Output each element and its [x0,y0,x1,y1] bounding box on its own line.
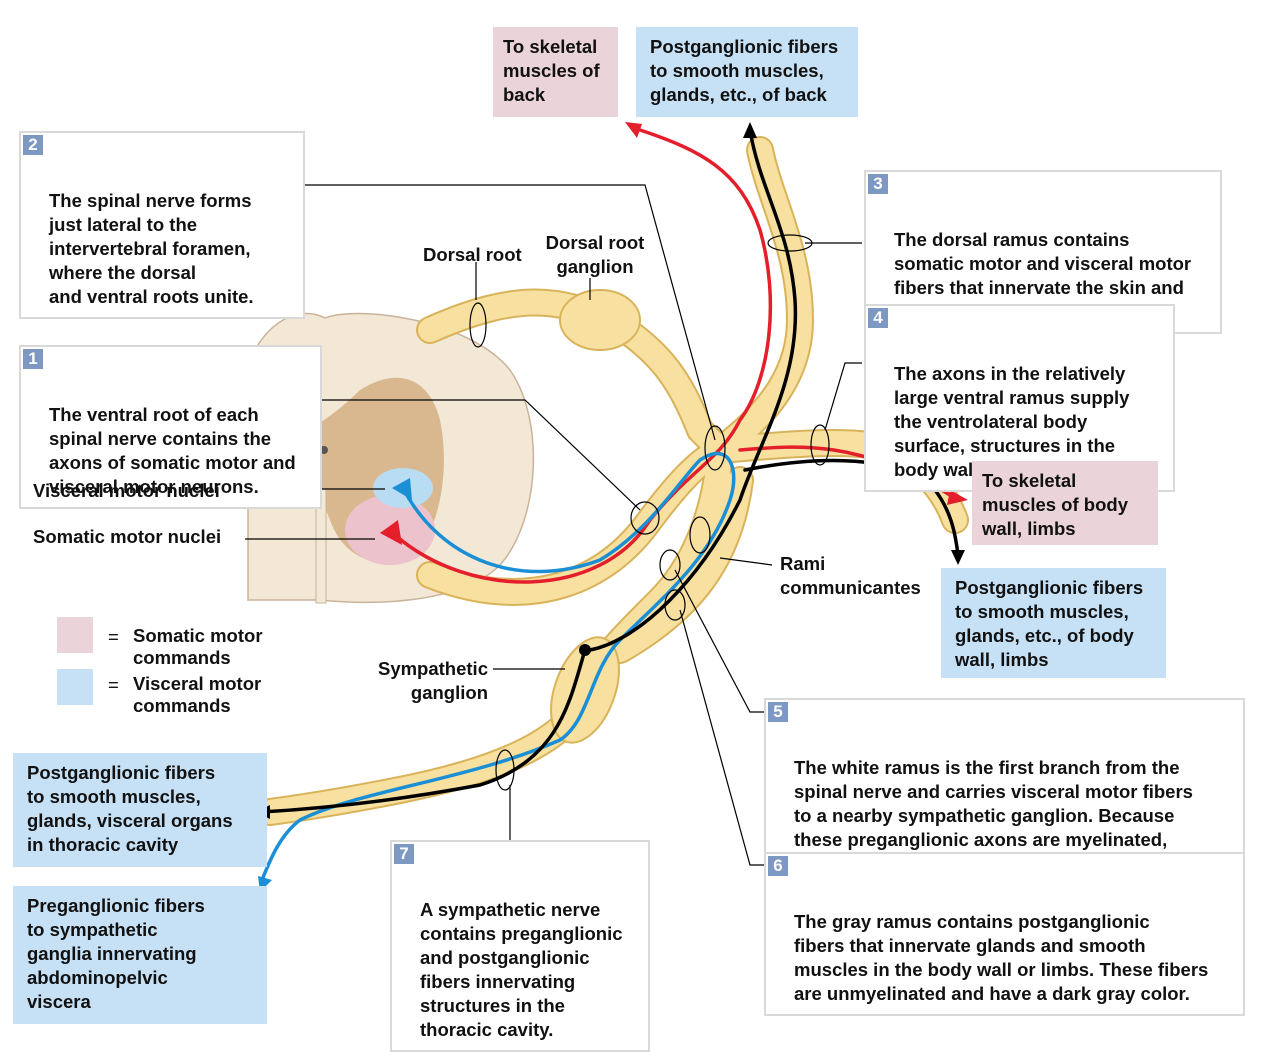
ganglion-neuron [579,644,591,656]
visceral-neuron [392,478,412,500]
legend-equals-somatic: = [108,626,119,647]
arrowhead-post-body [951,550,965,565]
callout-text: The spinal nerve forms just lateral to t… [49,190,254,307]
leader-lines [245,184,862,866]
callout-text: The gray ramus contains postganglionic f… [794,911,1209,1004]
callout-number: 1 [23,349,43,369]
target-skeletal-back: To skeletal muscles of back [493,27,618,117]
postganglionic-fiber-thoracic [260,648,587,814]
postganglionic-fiber-back [588,128,798,652]
label-dorsal-root: Dorsal root [423,244,522,265]
callout-number: 7 [394,844,414,864]
callout-2: 2 The spinal nerve forms just lateral to… [19,131,305,319]
target-skeletal-body: To skeletal muscles of body wall, limbs [972,461,1158,545]
callout-1: 1 The ventral root of each spinal nerve … [19,345,322,509]
callout-6: 6 The gray ramus contains postganglionic… [764,852,1245,1016]
legend-swatch-visceral [57,669,93,705]
callout-4: 4 The axons in the relatively large vent… [864,304,1175,492]
legend-label-somatic: Somatic motor commands [133,625,263,668]
visceral-fiber [260,451,736,882]
target-postganglionic-body: Postganglionic fibers to smooth muscles,… [941,568,1166,678]
callout-number: 4 [868,308,888,328]
somatic-neuron [380,520,402,545]
callout-text: The axons in the relatively large ventra… [894,363,1130,480]
arrowhead-skeletal-body [947,490,968,505]
callout-number: 2 [23,135,43,155]
label-sympathetic-ganglion: Sympathetic ganglion [377,658,488,703]
neuron-cell-bodies [380,478,591,656]
dorsal-root-ganglion [559,289,641,351]
callout-number: 6 [768,856,788,876]
label-visceral-motor-nuclei: Visceral motor nuclei [33,480,220,501]
arrowhead-post-back [743,122,757,138]
label-dorsal-root-ganglion: Dorsal root ganglion [545,232,645,277]
callout-number: 3 [868,174,888,194]
target-postganglionic-thoracic: Postganglionic fibers to smooth muscles,… [13,753,267,867]
callout-7: 7 A sympathetic nerve contains pregangli… [390,840,650,1052]
legend-equals-visceral: = [108,674,119,695]
legend-swatch-somatic [57,617,93,653]
central-canal [320,446,328,454]
label-somatic-motor-nuclei: Somatic motor nuclei [33,526,222,547]
legend-label-visceral: Visceral motor commands [133,673,262,716]
arrowhead-skeletal-back [625,122,642,138]
callout-text: The ventral root of each spinal nerve co… [49,404,296,497]
target-postganglionic-back: Postganglionic fibers to smooth muscles,… [636,27,858,117]
label-rami-communicantes: Rami communicantes [780,553,921,598]
callout-text: A sympathetic nerve contains preganglion… [420,899,623,1040]
callout-number: 5 [768,702,788,722]
target-preganglionic-abdominal: Preganglionic fibers to sympathetic gang… [13,886,267,1024]
somatic-fiber-back [393,128,773,584]
